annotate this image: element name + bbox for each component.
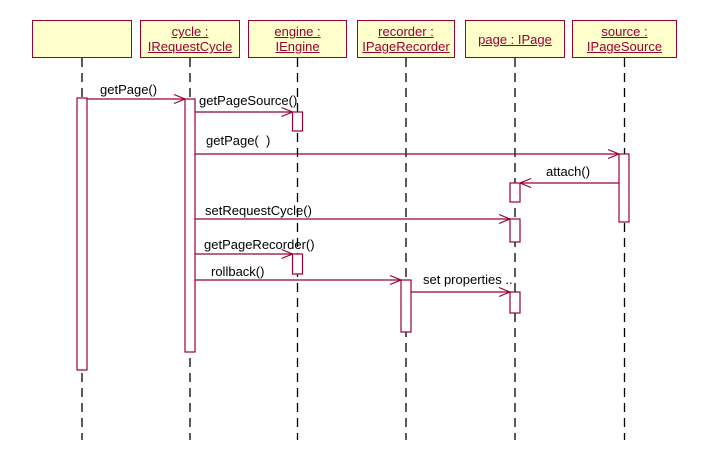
object-name: engine : [274, 24, 321, 39]
activation-actor [76, 97, 88, 371]
arrowhead-setrequestcycle [498, 213, 512, 225]
activation-source-getpage [618, 153, 630, 223]
object-class: IRequestCycle [147, 39, 233, 54]
object-box-recorder: recorder : IPageRecorder [357, 20, 455, 58]
activation-page-setproperties [509, 291, 521, 314]
activation-recorder-rollback [400, 279, 412, 333]
message-label-setrequestcycle: setRequestCycle() [205, 203, 312, 218]
object-class: IEngine [275, 39, 320, 54]
message-label-getpage2: getPage( ) [206, 133, 271, 148]
message-label-getpage: getPage() [100, 82, 158, 97]
message-label-setproperties: set properties .. [423, 272, 513, 287]
activation-page-setrequestcycle [509, 218, 521, 243]
message-label-getpagesource: getPageSource() [199, 93, 298, 108]
arrowhead-getpage2 [607, 148, 621, 160]
object-box-page: page : IPage [465, 20, 565, 58]
object-box-cycle: cycle : IRequestCycle [140, 20, 240, 58]
arrowhead-attach [518, 177, 532, 189]
activation-page-attach [509, 182, 521, 203]
object-class: IPageRecorder [362, 39, 450, 54]
object-name: recorder : [378, 24, 434, 39]
object-name: page : IPage [478, 31, 552, 47]
message-label-attach: attach() [546, 164, 591, 179]
activation-engine-getpagesource [291, 111, 304, 132]
arrowhead-setproperties [498, 286, 512, 298]
message-label-rollback: rollback() [211, 264, 265, 279]
object-name: cycle : [171, 24, 209, 39]
object-class: IPageSource [586, 39, 663, 54]
arrowhead-rollback [389, 274, 403, 286]
object-box-engine: engine : IEngine [248, 20, 347, 58]
object-box-actor [32, 20, 132, 58]
arrowhead-getpagesource [281, 106, 295, 118]
object-name: source : [601, 24, 648, 39]
activation-engine-getpagerecorder [291, 253, 304, 275]
object-box-source: source : IPageSource [572, 20, 677, 58]
arrowhead-getpage [173, 93, 187, 105]
arrowhead-getpagerecorder [281, 248, 295, 260]
activation-cycle [184, 98, 196, 353]
message-label-getpagerecorder: getPageRecorder() [204, 237, 315, 252]
